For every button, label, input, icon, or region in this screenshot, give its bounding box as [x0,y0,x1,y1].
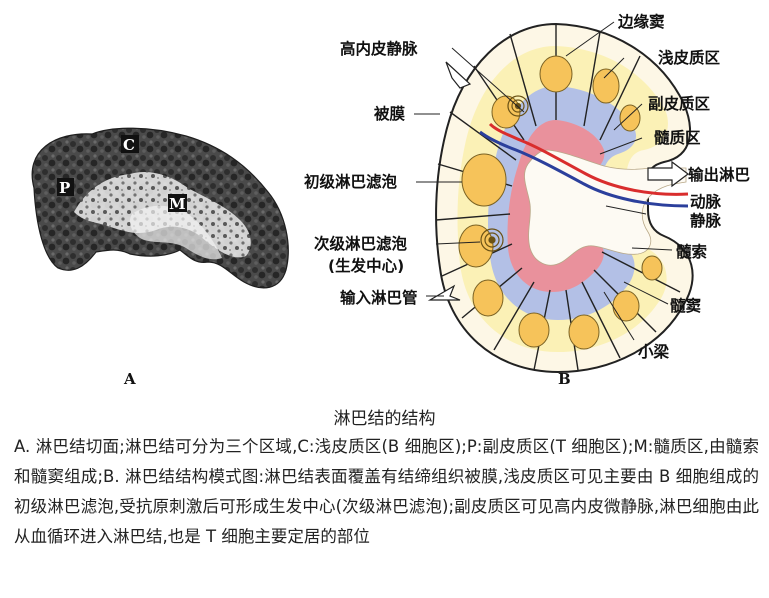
label-paracortex: 副皮质区 [648,94,711,113]
label-vein: 静脉 [690,211,722,230]
label-superficial-cortex: 浅皮质区 [658,48,721,67]
figure-caption: A. 淋巴结切面;淋巴结可分为三个区域,C:浅皮质区(B 细胞区);P:副皮质区… [14,437,759,546]
artery [488,122,689,196]
label-primary-follicle: 初级淋巴滤泡 [304,172,398,191]
label-hev: 高内皮静脉 [340,39,418,58]
afferent-arrow-top [445,61,472,89]
label-secondary-follicle: 次级淋巴滤泡 [314,234,408,253]
primary-follicles [458,55,663,350]
label-efferent-lymph: 输出淋巴 [688,165,751,184]
region-label-p: P [59,179,70,197]
label-capsule: 被膜 [374,104,406,123]
label-medulla: 髓质区 [654,128,701,147]
lymph-node-figure: C P M A [31,12,751,388]
label-bg-m [168,194,187,212]
region-label-c: C [123,136,135,154]
label-artery: 动脉 [690,192,722,211]
panel-b-schematic [414,21,694,374]
panel-a-section: C P M [31,127,289,289]
label-medullary-cord: 髓索 [676,242,707,261]
label-germinal-center: (生发中心) [328,256,404,275]
leader-lines [414,21,673,341]
figure-title: 淋巴结的结构 [333,409,436,429]
label-afferent-lymph: 输入淋巴管 [340,288,418,307]
efferent-arrow [647,160,689,188]
region-label-m: M [169,195,186,213]
medulla-region [129,205,222,260]
label-marginal-sinus: 边缘窦 [617,12,665,31]
panel-label-a: A [123,370,136,388]
label-trabecula: 小梁 [638,342,670,361]
label-bg-p [57,178,74,196]
vein [479,130,689,208]
secondary-follicles [480,95,529,252]
label-medullary-sinus: 髓窦 [670,296,701,315]
label-bg-c [121,135,139,153]
panel-label-b: B [558,370,571,388]
